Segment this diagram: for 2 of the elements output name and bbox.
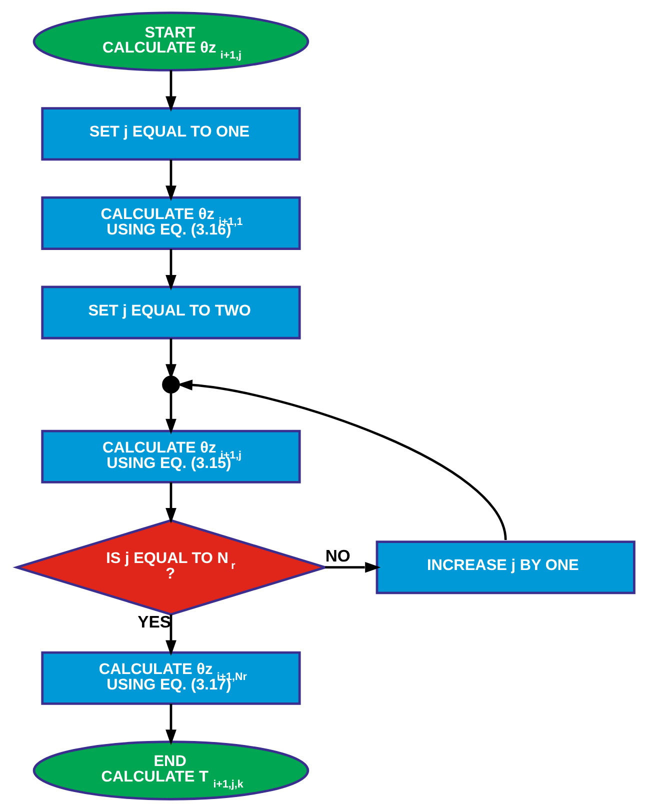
- edge-label: YES: [138, 612, 171, 632]
- edge-label: NO: [325, 546, 350, 566]
